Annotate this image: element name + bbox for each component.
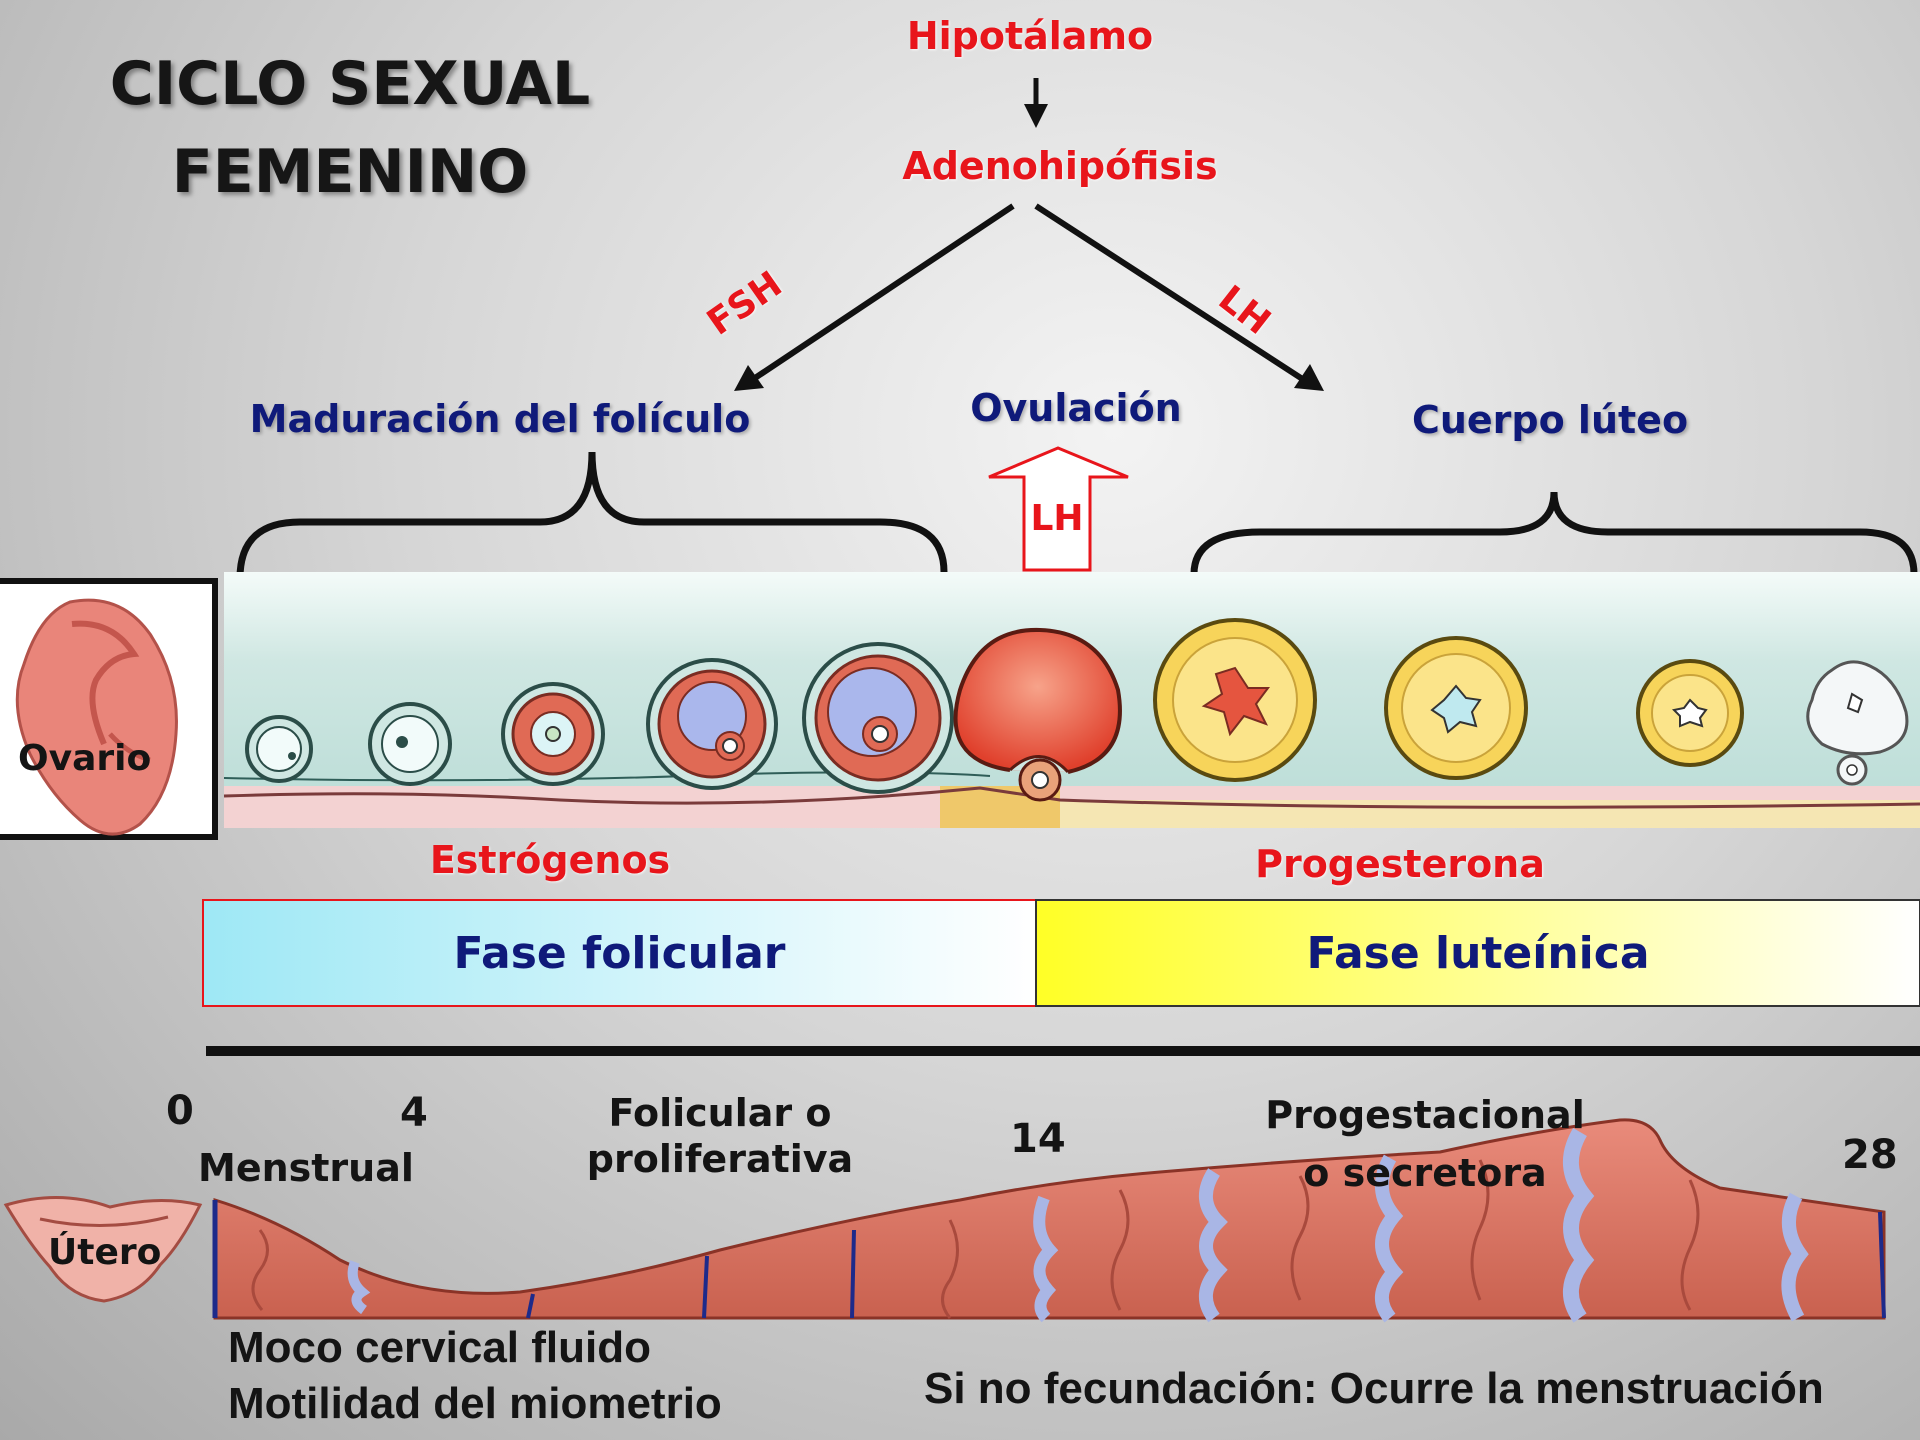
day-4-label: 4 — [400, 1090, 428, 1136]
estrogenos-label: Estrógenos — [400, 838, 700, 882]
progesterona-label: Progesterona — [1210, 842, 1590, 886]
corpus-luteum-1 — [1155, 620, 1315, 780]
secretora-label: Progestacional o secretora — [1260, 1086, 1590, 1202]
day-28-label: 28 — [1842, 1132, 1898, 1178]
follicle-5 — [804, 644, 952, 792]
proliferativa-line-2: proliferativa — [580, 1136, 860, 1182]
follicle-3 — [503, 684, 603, 784]
fase-folicular-label: Fase folicular — [203, 900, 1036, 1006]
maduracion-brace — [240, 452, 944, 578]
moco-note: Moco cervical fluido — [228, 1320, 722, 1376]
corpus-luteum-2 — [1386, 638, 1526, 778]
proliferativa-label: Folicular o proliferativa — [580, 1090, 860, 1182]
menstrual-label: Menstrual — [198, 1146, 414, 1190]
day-14-label: 14 — [1010, 1116, 1066, 1162]
lh-arrow — [1036, 206, 1324, 391]
maduracion-label: Maduración del folículo — [230, 397, 770, 441]
lh-arrow-label: LH — [1024, 498, 1090, 539]
follicle-1 — [247, 717, 311, 781]
ovary-image — [0, 578, 218, 840]
fase-luteinica-label: Fase luteínica — [1036, 900, 1920, 1006]
utero-label: Útero — [48, 1232, 161, 1273]
follicle-4 — [648, 660, 776, 788]
uterine-notes: Moco cervical fluido Motilidad del miome… — [228, 1320, 722, 1432]
proliferativa-line-1: Folicular o — [580, 1090, 860, 1136]
ovary-illustration — [0, 584, 212, 840]
day-0-label: 0 — [166, 1088, 194, 1134]
cuerpo-luteo-label: Cuerpo lúteo — [1380, 398, 1720, 442]
secretora-line-1: Progestacional — [1260, 1086, 1590, 1144]
ovario-label: Ovario — [18, 738, 151, 779]
motilidad-note: Motilidad del miometrio — [228, 1376, 722, 1432]
cuerpo-luteo-brace — [1194, 492, 1914, 574]
adenohipofisis-label: Adenohipófisis — [880, 144, 1240, 188]
secretora-line-2: o secretora — [1260, 1144, 1590, 1202]
ovulacion-label: Ovulación — [946, 386, 1206, 430]
corpus-luteum-3 — [1638, 661, 1742, 765]
hipotalamo-arrow — [1024, 78, 1048, 128]
hipotalamo-label: Hipotálamo — [880, 14, 1180, 58]
menstruacion-note: Si no fecundación: Ocurre la menstruació… — [924, 1364, 1824, 1414]
follicle-2 — [370, 704, 450, 784]
